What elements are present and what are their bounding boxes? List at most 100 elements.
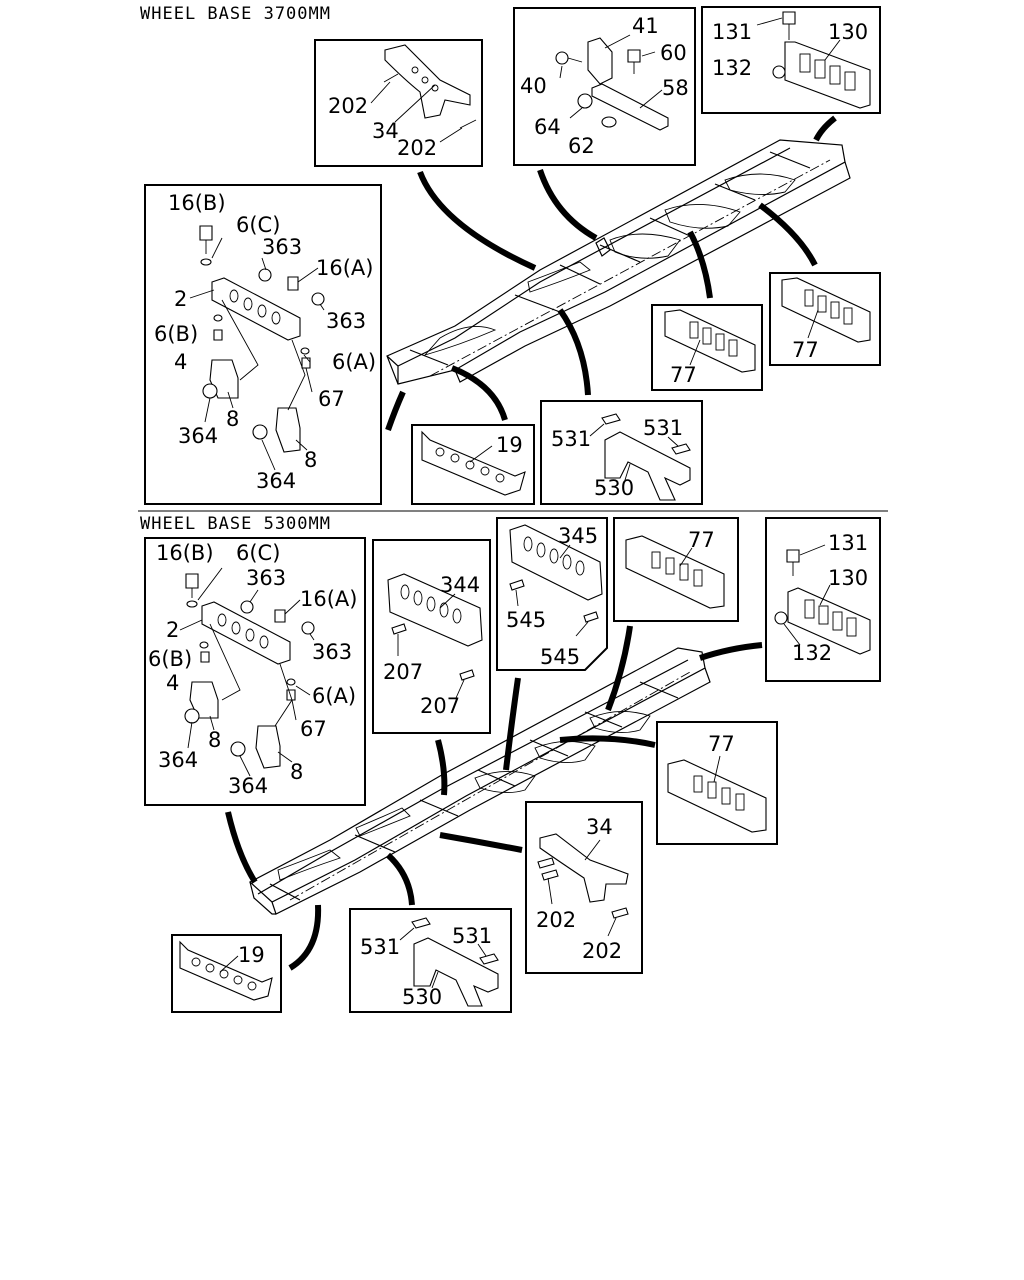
leader	[211, 237, 223, 259]
callout-363: 363	[246, 566, 286, 590]
detail-box-2	[144, 537, 366, 806]
leader	[689, 339, 701, 366]
callout-16a: 16(A)	[316, 256, 373, 280]
callout-77: 77	[670, 363, 697, 387]
leader	[179, 619, 203, 631]
leader	[284, 599, 301, 615]
leader	[819, 584, 831, 606]
leader	[439, 832, 523, 853]
callout-16b: 16(B)	[168, 191, 226, 215]
leader	[249, 589, 259, 603]
leader	[197, 567, 223, 601]
callout-58: 58	[662, 76, 689, 100]
callout-202: 202	[536, 908, 576, 932]
leader	[455, 679, 465, 699]
leader	[687, 230, 713, 299]
callout-344: 344	[440, 573, 480, 597]
cross-member-130-part	[772, 11, 871, 109]
leader	[319, 303, 325, 311]
cross-member-34-part	[383, 44, 477, 129]
callout-130: 130	[828, 566, 868, 590]
callout-530: 530	[402, 985, 442, 1009]
callout-8: 8	[226, 407, 239, 431]
leader	[370, 81, 391, 104]
callout-6a: 6(A)	[332, 350, 376, 374]
leader	[469, 445, 493, 463]
leader	[559, 544, 571, 559]
leader	[547, 877, 553, 905]
callout-363: 363	[262, 235, 302, 259]
leader	[584, 839, 601, 861]
leader	[261, 257, 267, 271]
callout-64: 64	[534, 115, 561, 139]
callout-545: 545	[506, 608, 546, 632]
leader	[291, 699, 297, 721]
leader	[227, 391, 234, 409]
callout-67: 67	[300, 717, 327, 741]
leader	[537, 169, 598, 241]
callout-6b: 6(B)	[148, 647, 192, 671]
callout-6c: 6(C)	[236, 541, 280, 565]
leader	[699, 642, 763, 661]
callout-8: 8	[208, 728, 221, 752]
leader	[639, 89, 663, 109]
callout-131: 131	[712, 20, 752, 44]
callout-363: 363	[326, 309, 366, 333]
cross-member-530-part	[601, 413, 691, 501]
callout-19: 19	[496, 433, 523, 457]
leader	[439, 593, 456, 609]
leader	[239, 755, 251, 777]
callout-16a: 16(A)	[300, 587, 357, 611]
cross-member-344-part	[387, 573, 483, 681]
callout-364: 364	[256, 469, 296, 493]
callout-40: 40	[520, 74, 547, 98]
leader	[417, 170, 537, 271]
callout-8: 8	[304, 448, 317, 472]
callout-364: 364	[228, 774, 268, 798]
callout-364: 364	[178, 424, 218, 448]
leader	[439, 127, 463, 143]
leader	[569, 107, 583, 119]
leader	[209, 715, 215, 731]
callout-77: 77	[792, 338, 819, 362]
rear-end-assembly-part	[199, 225, 325, 453]
callout-41: 41	[632, 14, 659, 38]
callout-8: 8	[290, 760, 303, 784]
callout-34: 34	[372, 119, 399, 143]
leader	[713, 755, 721, 783]
leader	[756, 17, 783, 26]
leader	[394, 84, 436, 123]
cross-member-130-part	[774, 549, 871, 655]
leader	[288, 904, 322, 971]
detail-box-34	[525, 801, 643, 974]
leader	[813, 115, 837, 142]
callout-345: 345	[558, 524, 598, 548]
bracket-58-part	[555, 37, 669, 131]
callout-2: 2	[174, 287, 187, 311]
section-title-top: WHEEL BASE 3700MM	[140, 4, 331, 24]
callout-531: 531	[452, 924, 492, 948]
callout-207: 207	[383, 660, 423, 684]
callout-132: 132	[792, 641, 832, 665]
cross-member-34-part	[537, 833, 629, 919]
section-title-bottom: WHEEL BASE 5300MM	[140, 514, 331, 534]
leader	[385, 852, 415, 906]
callout-202: 202	[328, 94, 368, 118]
leader	[575, 621, 589, 637]
leader	[589, 423, 605, 437]
cross-member-77-part	[667, 759, 767, 833]
callout-363: 363	[312, 640, 352, 664]
callout-4: 4	[174, 350, 187, 374]
callout-531: 531	[360, 935, 400, 959]
callout-62: 62	[568, 134, 595, 158]
callout-34: 34	[586, 815, 613, 839]
callout-6c: 6(C)	[236, 213, 280, 237]
leader	[557, 308, 591, 396]
cross-member-530-part	[411, 917, 499, 1007]
callout-67: 67	[318, 387, 345, 411]
leader	[303, 354, 311, 363]
leader	[219, 955, 239, 973]
callout-77: 77	[708, 732, 735, 756]
cross-member-77-part	[664, 309, 756, 373]
leader	[799, 544, 826, 556]
